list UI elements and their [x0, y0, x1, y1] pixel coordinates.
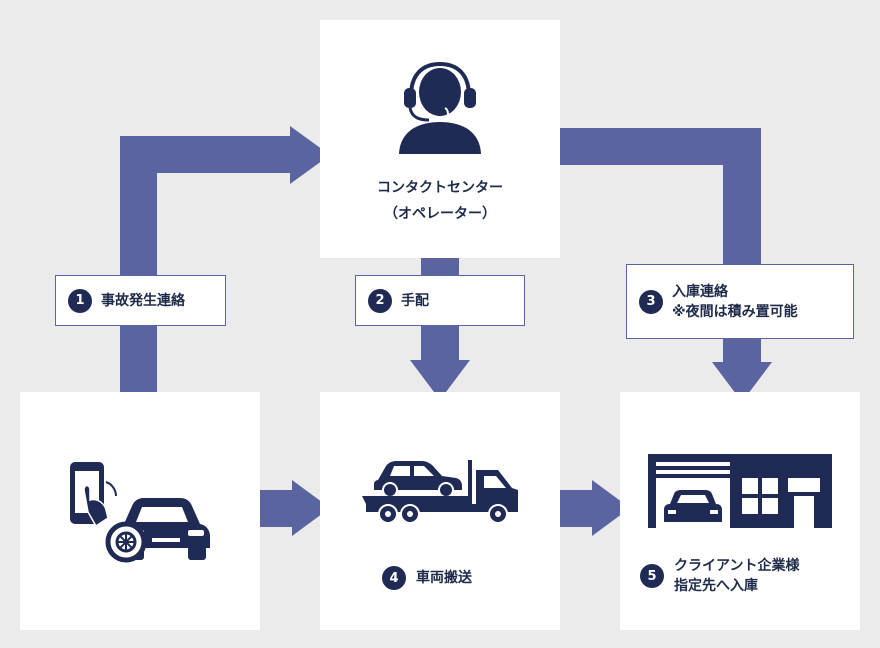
step-5-number: 5 — [640, 564, 664, 588]
step-2-text: 手配 — [401, 292, 429, 309]
step-3-text-line2: ※夜間は積み置可能 — [672, 303, 798, 320]
arrow-bottom-right-body — [558, 490, 594, 527]
arrow-head-right-top — [290, 126, 330, 184]
arrow-head-down-right — [712, 362, 772, 402]
step-4-number: 4 — [382, 566, 406, 590]
accident-box — [20, 392, 260, 630]
arrow-left-vertical — [120, 136, 157, 394]
arrow-head-bottom-right — [592, 480, 630, 536]
step-3-number: 3 — [639, 289, 663, 314]
step-2-tag: 2 手配 — [355, 275, 525, 326]
tow-truck-icon — [362, 460, 518, 524]
arrow-left-horizontal — [120, 136, 292, 173]
step-5-text-line2: 指定先へ入庫 — [674, 578, 758, 594]
step-1-tag: 1 事故発生連絡 — [55, 275, 226, 326]
contact-center-title-line1: コンタクトセンター — [377, 180, 503, 196]
step-3-text-line1: 入庫連絡 — [672, 283, 728, 300]
step-4-text: 車両搬送 — [416, 570, 472, 586]
contact-center-title-line2: （オペレーター） — [384, 206, 496, 222]
phone-accident-car-icon — [70, 462, 210, 563]
step-3-tag: 3 入庫連絡 ※夜間は積み置可能 — [626, 264, 854, 339]
step-5-label: 5 クライアント企業様 指定先へ入庫 — [640, 556, 799, 596]
transport-box: 4 車両搬送 — [320, 392, 560, 630]
operator-headset-icon — [399, 62, 481, 154]
step-1-text: 事故発生連絡 — [101, 292, 185, 309]
step-1-number: 1 — [68, 288, 92, 313]
step-5-text-line1: クライアント企業様 — [674, 558, 800, 574]
garage-building-icon — [648, 454, 832, 528]
arrow-head-down-center — [410, 360, 470, 400]
arrow-head-bottom-left — [292, 480, 330, 536]
contact-center-box: コンタクトセンター （オペレーター） — [320, 20, 560, 258]
step-2-number: 2 — [368, 288, 392, 313]
garage-box: 5 クライアント企業様 指定先へ入庫 — [620, 392, 860, 630]
arrow-bottom-left-body — [258, 490, 294, 527]
step-4-label: 4 車両搬送 — [382, 566, 472, 590]
